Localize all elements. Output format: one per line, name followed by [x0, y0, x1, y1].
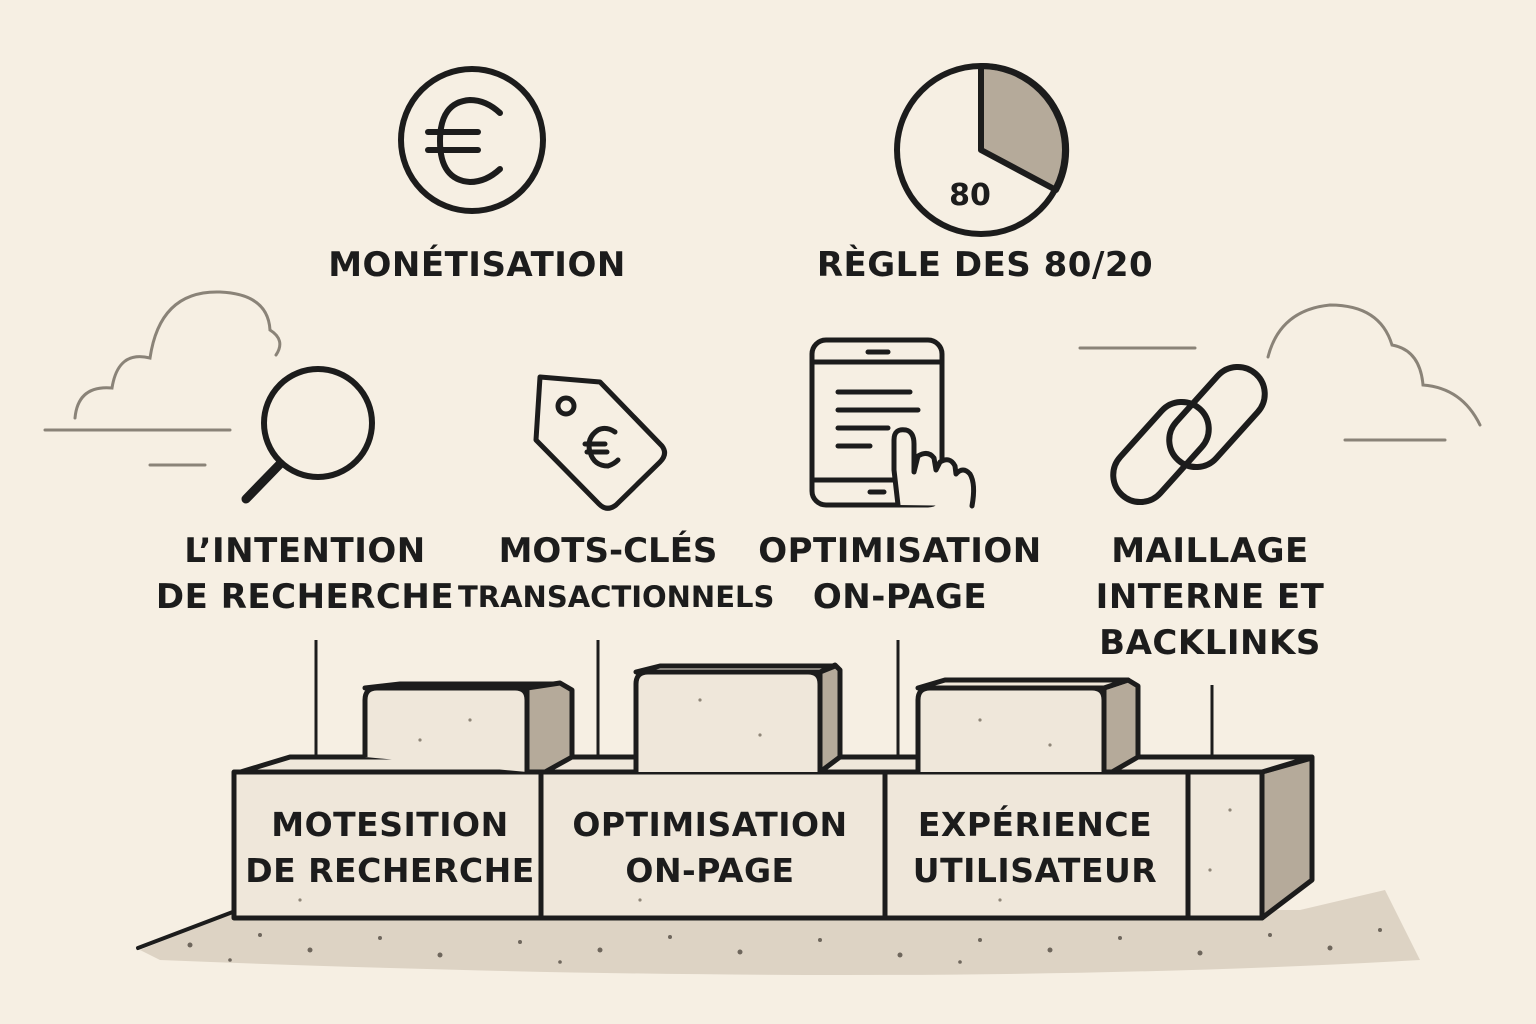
chain-link-icon: [1110, 363, 1268, 506]
pie-chart-icon: [894, 62, 1070, 237]
stone-speckles: [298, 698, 1232, 902]
cloud-right: [1078, 303, 1482, 442]
pareto-rule-label: RÈGLE DES 80/20: [816, 245, 1154, 285]
magnifier-icon: [241, 366, 375, 504]
monetisation-label: MONÉTISATION: [328, 245, 626, 285]
tablet-touch-icon: [809, 337, 977, 509]
pie-value-label: 80: [949, 178, 991, 213]
cloud-left: [43, 290, 282, 467]
connector-lines: [314, 640, 1214, 757]
price-tag-euro-icon: [533, 374, 668, 511]
blocks-wall: [231, 662, 1315, 921]
euro-coin-icon: [398, 66, 546, 214]
